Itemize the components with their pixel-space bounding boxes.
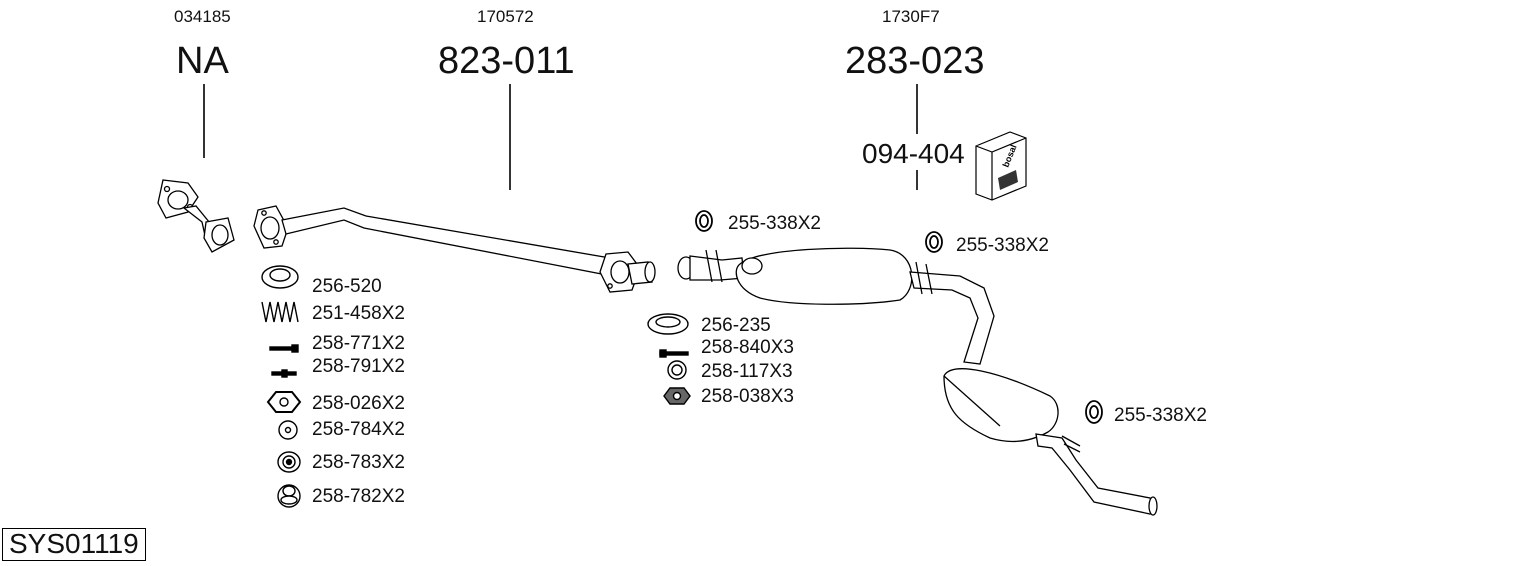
leader-lines [203,84,918,190]
header-code-large-3: 283-023 [845,40,985,82]
header-code-large-2: 823-011 [438,40,575,82]
header-code-small-3: 1730F7 [882,7,940,26]
part-label-left-6: 258-784X2 [312,419,405,440]
part-label-left-5: 258-026X2 [312,393,405,414]
washer-icon [667,360,687,380]
washer-icon [278,420,298,440]
stud-icon [271,369,297,378]
middle-hardware-icons [647,313,691,405]
silencer-assembly-part [677,247,1158,516]
locking-nut-icon [277,484,301,508]
part-label-middle-1: 256-235 [701,315,771,336]
gasket-icon [647,313,689,335]
header-code-small-1: 034185 [174,7,231,26]
part-label-ring-2: 255-338X2 [956,235,1049,256]
gasket-icon [261,265,299,289]
header-code-large-1: NA [176,40,229,82]
left-hardware-icons [261,265,302,508]
part-label-left-8: 258-782X2 [312,486,405,507]
bolt-icon [269,344,299,353]
system-id-label: SYS01119 [2,528,146,561]
part-label-left-3: 258-771X2 [312,333,405,354]
part-label-left-7: 258-783X2 [312,452,405,473]
rubber-ring-icons [695,210,1103,424]
bolt-icon [659,349,689,358]
nut-icon [663,387,691,405]
part-label-middle-2: 258-840X3 [701,337,794,358]
spring-washer-icon [277,451,301,473]
nut-icon [266,391,302,413]
intermediate-pipe-part [253,205,656,293]
part-label-left-2: 251-458X2 [312,303,405,324]
part-label-left-1: 256-520 [312,276,382,297]
spring-icon [261,301,299,323]
part-label-middle-3: 258-117X3 [701,361,793,382]
kit-code: 094-404 [862,138,965,169]
part-label-middle-4: 258-038X3 [701,386,794,407]
mounting-kit-box-icon: bosal [975,131,1027,201]
part-label-ring-1: 255-338X2 [728,213,821,234]
front-pipe-part [157,179,235,253]
part-label-ring-3: 255-338X2 [1114,405,1207,426]
part-label-left-4: 258-791X2 [312,356,405,377]
header-code-small-2: 170572 [477,7,534,26]
